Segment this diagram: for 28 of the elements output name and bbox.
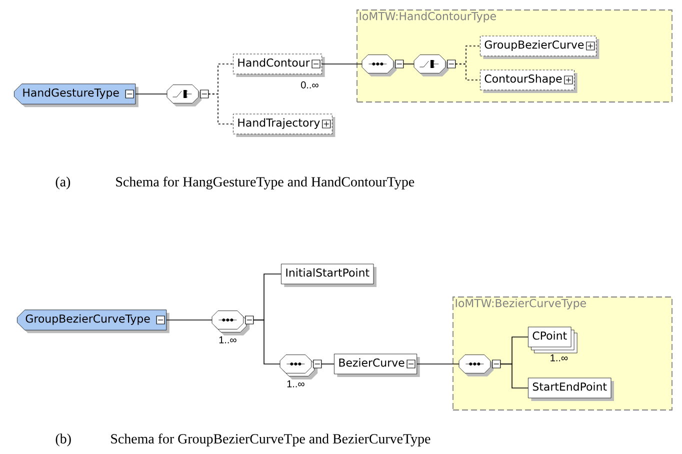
caption-number: (b) xyxy=(56,434,71,446)
compositor-symbol xyxy=(166,84,209,106)
type-box: HandGestureType xyxy=(14,84,138,108)
caption-text: Schema for GroupBezierCurveTpe and BezierCurveType xyxy=(111,434,430,446)
type-box: GroupBezierCurveType xyxy=(17,310,170,334)
connector-line xyxy=(208,94,234,124)
connector-line xyxy=(253,320,280,364)
element-box: GroupBezierCurve xyxy=(480,36,600,59)
element-box: BezierCurve xyxy=(334,354,420,377)
caption-text: Schema for HangGestureType and HandContourType xyxy=(116,176,414,190)
connector-line xyxy=(500,364,528,388)
compositor-symbol xyxy=(414,54,456,76)
multiplicity-label: 1..∞ xyxy=(219,336,236,344)
element-box: StartEndPoint xyxy=(528,378,614,401)
connector-line xyxy=(455,64,480,80)
multiplicity-label: 1..∞ xyxy=(287,380,304,388)
element-box: ContourShape xyxy=(480,70,578,93)
element-box: HandContour xyxy=(233,54,325,77)
compositor-symbol xyxy=(362,54,404,76)
compositor-symbol xyxy=(212,310,254,336)
caption-number: (a) xyxy=(56,176,70,190)
multiplicity-label: 0..∞ xyxy=(301,81,318,88)
multiplicity-label: 1..∞ xyxy=(550,354,568,362)
compositor-symbol xyxy=(280,354,322,380)
element-box: HandTrajectory xyxy=(233,114,336,137)
element-box: CPoint xyxy=(528,326,578,354)
compositor-symbol xyxy=(458,354,501,376)
element-box: InitialStartPoint xyxy=(281,264,376,287)
